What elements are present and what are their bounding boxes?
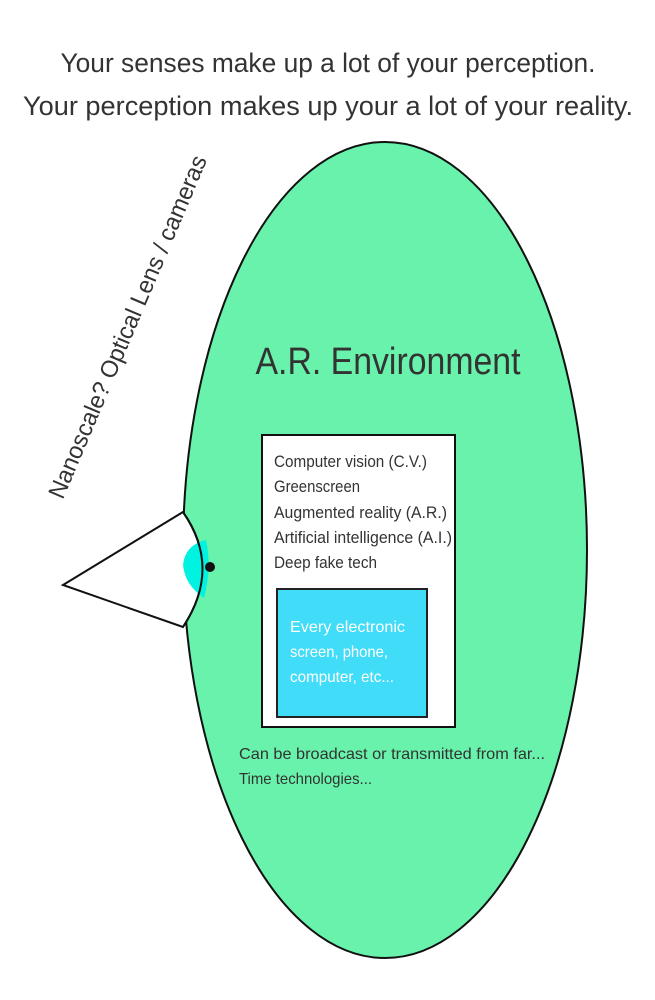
title-line-2: Your perception makes up your a lot of y… — [23, 91, 633, 121]
screen-box-line: computer, etc... — [290, 669, 394, 686]
note-line: Can be broadcast or transmitted from far… — [239, 746, 545, 763]
tech-item: Augmented reality (A.R.) — [274, 503, 447, 522]
eye-icon — [60, 510, 215, 629]
note-line: Time technologies... — [239, 771, 372, 788]
screen-box — [276, 588, 428, 718]
screen-box-line: screen, phone, — [290, 644, 388, 661]
tech-item: Greenscreen — [274, 477, 360, 496]
lens-label: Nanoscale? Optical Lens / cameras — [43, 152, 212, 503]
environment-title: A.R. Environment — [256, 341, 521, 383]
screen-box-line: Every electronic — [290, 619, 405, 636]
tech-item: Artificial intelligence (A.I.) — [274, 528, 452, 547]
title-line-1: Your senses make up a lot of your percep… — [61, 48, 596, 78]
tech-item: Deep fake tech — [274, 553, 377, 572]
tech-item: Computer vision (C.V.) — [274, 452, 427, 471]
